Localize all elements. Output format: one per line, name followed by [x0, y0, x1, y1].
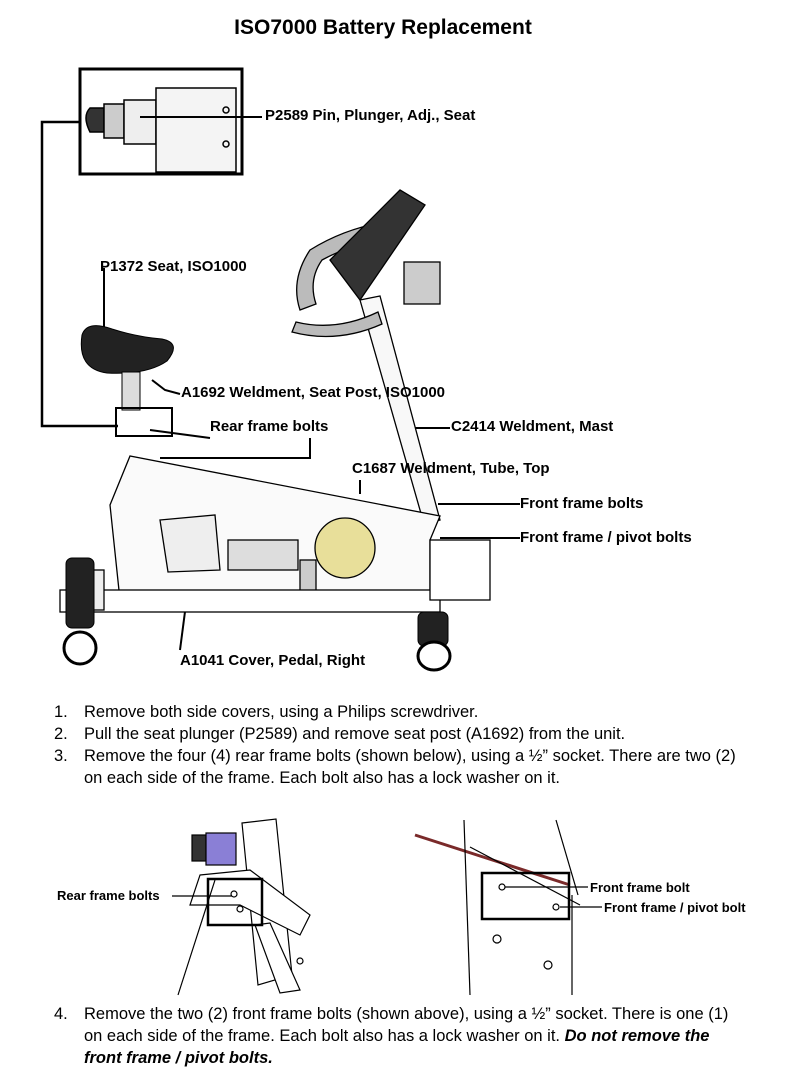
step-number: 1. — [54, 703, 68, 721]
step-number: 4. — [54, 1005, 68, 1023]
step-number: 2. — [54, 725, 68, 743]
step-number: 3. — [54, 747, 68, 765]
front-bolt-highlight — [480, 871, 571, 921]
bike-diagram — [40, 67, 520, 672]
label-front-pivot-bolts: Front frame / pivot bolts — [520, 529, 692, 546]
detail-rear-frame-bolts-label: Rear frame bolts — [57, 888, 160, 903]
step-3: 3. Remove the four (4) rear frame bolts … — [54, 745, 744, 789]
rear-wheel — [62, 557, 98, 666]
detail-front-frame-bolt-label: Front frame bolt — [590, 880, 690, 895]
step-warning: Do not remove the front frame / pivot bo… — [84, 1027, 710, 1067]
rear-bolt-detail — [172, 818, 602, 996]
label-seat: P1372 Seat, ISO1000 — [100, 258, 247, 275]
seat-icon — [80, 325, 174, 374]
label-pedal-cover: A1041 Cover, Pedal, Right — [180, 652, 366, 669]
label-seat-post: A1692 Weldment, Seat Post, ISO1000 — [181, 384, 446, 401]
label-tube-top: C1687 Weldment, Tube, Top — [352, 460, 550, 477]
step-text: Pull the seat plunger (P2589) and remove… — [84, 725, 626, 743]
steps-list-top: 1. Remove both side covers, using a Phil… — [54, 701, 774, 789]
step-text: Remove both side covers, using a Philips… — [84, 703, 479, 721]
label-pin-plunger: P2589 Pin, Plunger, Adj., Seat — [265, 107, 476, 124]
page-title: ISO7000 Battery Replacement — [234, 16, 532, 39]
label-mast: C2414 Weldment, Mast — [451, 418, 614, 435]
front-wheel — [416, 611, 452, 672]
rear-bolt-highlight — [206, 877, 264, 927]
step-4: 4. Remove the two (2) front frame bolts … — [54, 1003, 744, 1069]
detail-front-pivot-bolt-label: Front frame / pivot bolt — [604, 900, 746, 915]
step-1: 1. Remove both side covers, using a Phil… — [54, 701, 774, 723]
step-text: Remove the four (4) rear frame bolts (sh… — [84, 747, 736, 787]
steps-list-bottom: 4. Remove the two (2) front frame bolts … — [54, 1003, 774, 1069]
step-2: 2. Pull the seat plunger (P2589) and rem… — [54, 723, 774, 745]
step-text: Remove the two (2) front frame bolts (sh… — [84, 1005, 729, 1045]
label-rear-frame-bolts: Rear frame bolts — [210, 418, 329, 435]
label-front-frame-bolts: Front frame bolts — [520, 495, 644, 512]
